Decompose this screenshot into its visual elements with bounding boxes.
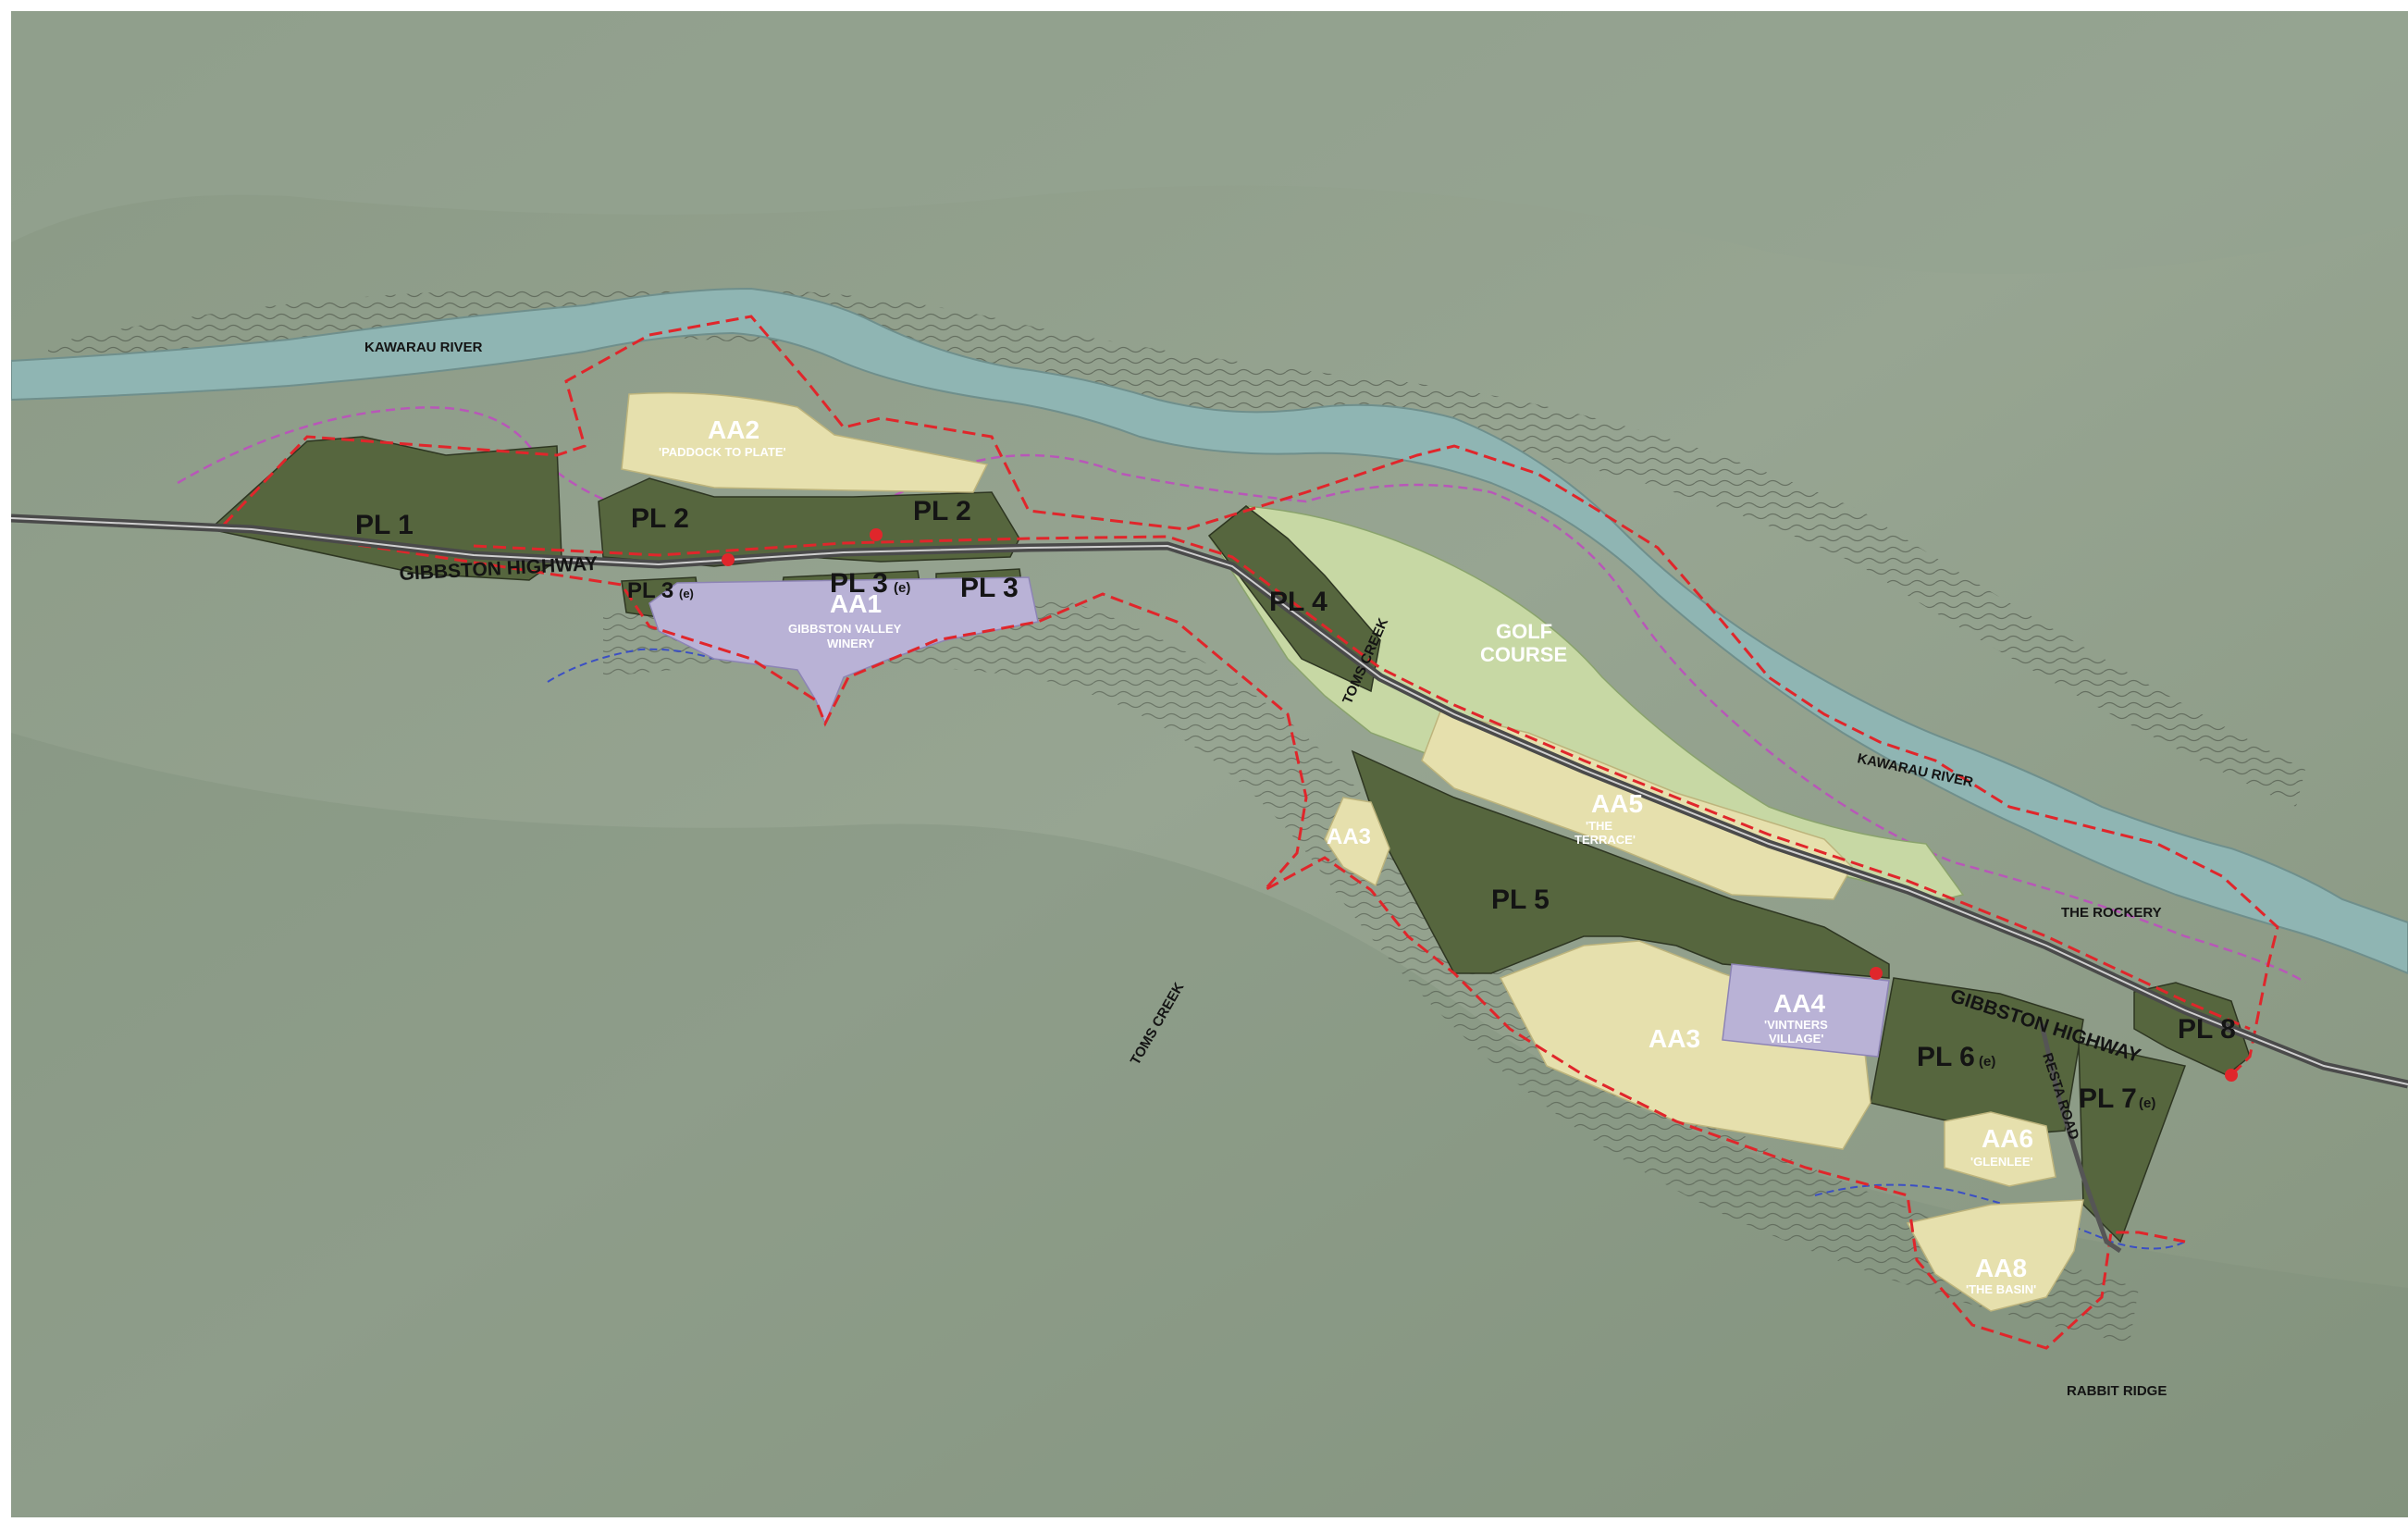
label-aa1-sub2: WINERY bbox=[827, 637, 875, 650]
label-golf1: GOLF bbox=[1496, 620, 1552, 643]
label-pl1: PL 1 bbox=[355, 510, 414, 540]
label-aa5: AA5 bbox=[1591, 789, 1643, 818]
label-aa4-sub1: 'VINTNERS bbox=[1764, 1018, 1828, 1032]
label-pl8: PL 8 bbox=[2178, 1014, 2236, 1045]
site-plan-map: KAWARAU RIVER KAWARAU RIVER GIBBSTON HIG… bbox=[10, 11, 2408, 1517]
label-aa6: AA6 bbox=[1982, 1124, 2033, 1153]
pl7-area bbox=[2078, 1042, 2187, 1244]
stream-line-west bbox=[547, 648, 715, 683]
label-aa3-small: AA3 bbox=[1327, 824, 1371, 849]
slope-hatch-south bbox=[603, 587, 2139, 1343]
aa4-area bbox=[1722, 963, 1890, 1058]
aa5-area bbox=[1421, 711, 1853, 900]
aa2-area bbox=[621, 391, 989, 493]
site-boundary-south bbox=[223, 523, 2186, 1350]
aa8-area bbox=[1906, 1199, 2084, 1312]
pl5-area bbox=[1351, 749, 1890, 979]
label-aa4: AA4 bbox=[1773, 989, 1825, 1018]
marker-mid bbox=[870, 528, 883, 541]
label-pl7: PL 7 bbox=[2079, 1083, 2137, 1114]
label-pl3-e-mid-suffix: (e) bbox=[894, 580, 910, 596]
terrain-shading-south bbox=[11, 733, 2408, 1517]
label-aa8-sub: 'THE BASIN' bbox=[1966, 1282, 2036, 1296]
label-aa6-sub: 'GLENLEE' bbox=[1970, 1155, 2033, 1169]
label-aa2: AA2 bbox=[708, 415, 759, 444]
label-pl3-e-mid: PL 3 bbox=[830, 568, 888, 599]
label-aa1-sub1: GIBBSTON VALLEY bbox=[788, 622, 902, 636]
aa3-small-area bbox=[1324, 797, 1390, 887]
label-pl2-west: PL 2 bbox=[631, 503, 689, 534]
label-pl5: PL 5 bbox=[1491, 885, 1550, 915]
label-pl6: PL 6 bbox=[1917, 1042, 1975, 1072]
marker-east bbox=[1870, 967, 1883, 980]
pl1-area bbox=[208, 436, 562, 581]
label-the-rockery: THE ROCKERY bbox=[2061, 905, 2162, 921]
resta-road bbox=[2039, 1023, 2122, 1254]
aa6-area bbox=[1944, 1111, 2056, 1187]
label-pl3-e-west: PL 3 bbox=[627, 578, 673, 603]
terrain-shading bbox=[11, 11, 2408, 274]
label-pl3-e-west-suffix: (e) bbox=[679, 587, 694, 600]
gibbston-highway-boundary bbox=[473, 535, 2251, 1031]
site-boundary-north bbox=[222, 315, 2279, 1077]
label-aa1: AA1 bbox=[830, 589, 882, 618]
label-golf2: COURSE bbox=[1480, 643, 1567, 666]
label-aa3-large: AA3 bbox=[1649, 1024, 1700, 1053]
label-aa5-sub2: TERRACE' bbox=[1574, 833, 1636, 847]
slope-hatch-north bbox=[48, 287, 2305, 807]
label-aa5-sub1: 'THE bbox=[1586, 819, 1612, 833]
label-pl2-east: PL 2 bbox=[913, 496, 971, 526]
label-rabbit-ridge: RABBIT RIDGE bbox=[2067, 1383, 2167, 1399]
label-pl3-east: PL 3 bbox=[960, 573, 1019, 603]
label-pl6-suffix: (e) bbox=[1979, 1054, 1995, 1070]
gibbston-highway-centerline bbox=[10, 517, 2408, 1085]
label-aa2-sub: 'PADDOCK TO PLATE' bbox=[659, 445, 786, 459]
pl8-area bbox=[2133, 982, 2251, 1076]
aa1-area bbox=[648, 576, 1039, 726]
label-aa4-sub2: VILLAGE' bbox=[1769, 1032, 1823, 1046]
label-pl7-suffix: (e) bbox=[2139, 1095, 2155, 1111]
golf-course-area bbox=[1208, 505, 1965, 900]
marker-west bbox=[722, 553, 735, 566]
label-kawarau-river-west: KAWARAU RIVER bbox=[364, 340, 483, 355]
map-canvas: KAWARAU RIVER KAWARAU RIVER GIBBSTON HIG… bbox=[10, 11, 2408, 1517]
label-aa8: AA8 bbox=[1975, 1254, 2027, 1282]
marker-far-east bbox=[2225, 1069, 2238, 1082]
track-path bbox=[177, 406, 2306, 984]
label-pl4: PL 4 bbox=[1269, 587, 1327, 617]
